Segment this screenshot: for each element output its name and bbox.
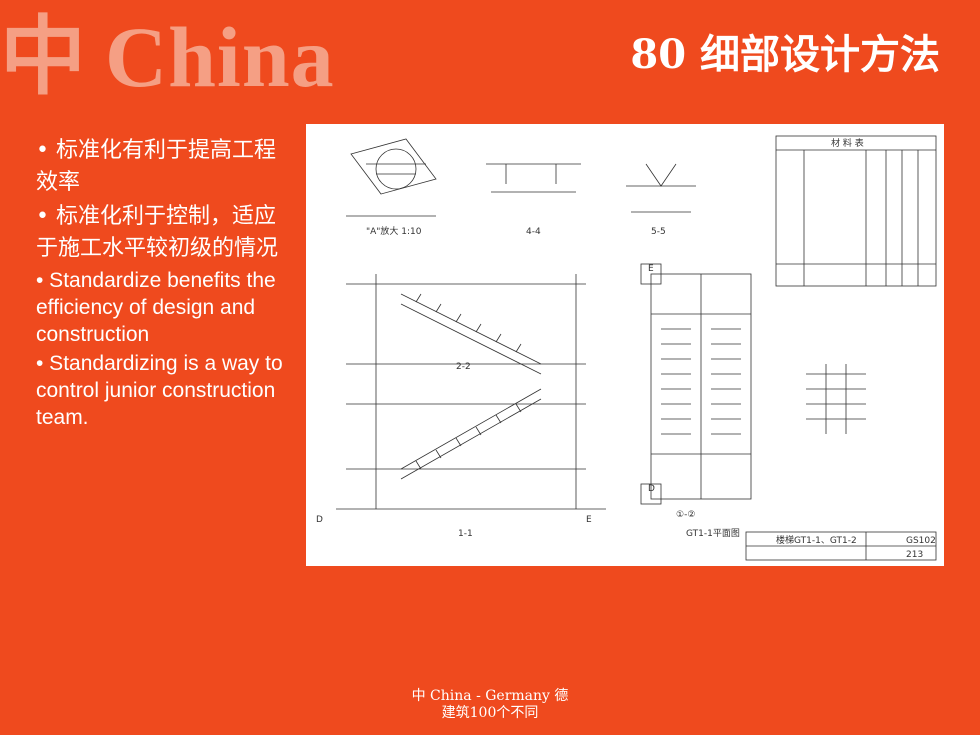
plan-axis-d-label: D (648, 484, 655, 494)
plan-axis-e-label: E (648, 264, 654, 274)
code-label: GS102 (906, 536, 936, 546)
sheet-number: 213 (906, 550, 923, 560)
detail-a-label: "A"放大 1:10 (366, 225, 422, 237)
plan-axis-label: ①-② (676, 510, 695, 520)
page-title: 80 细部设计方法 (630, 31, 940, 78)
footer: 中 China - Germany 德 建筑100个不同 (0, 688, 980, 722)
technical-drawing: "A"放大 1:10 4-4 5-5 材 料 表 2-2 1-1 D E E D… (306, 124, 944, 566)
material-table-title: 材 料 表 (831, 137, 864, 149)
axis-d-label: D (316, 515, 323, 525)
stair-drawing-svg: "A"放大 1:10 4-4 5-5 材 料 表 2-2 1-1 D E E D… (316, 135, 937, 561)
section-1-1-label: 1-1 (458, 529, 473, 539)
bullet-item: • Standardizing is a way to control juni… (36, 352, 283, 429)
logo-en: China (105, 9, 335, 105)
bullet-item: • 标准化有利于提高工程效率 (36, 138, 276, 195)
bullet-item: • 标准化利于控制，适应于施工水平较初级的情况 (36, 204, 279, 261)
plan-label: GT1-1平面图 (686, 528, 740, 539)
axis-e-label: E (586, 515, 592, 525)
bullet-item: • Standardize benefits the efficiency of… (36, 269, 276, 346)
bullet-list: • 标准化有利于提高工程效率 • 标准化利于控制，适应于施工水平较初级的情况 •… (36, 135, 291, 433)
section-2-2-label: 2-2 (456, 362, 471, 372)
title-block-text: 楼梯GT1-1、GT1-2 (776, 534, 857, 546)
logo-zh: 中 (0, 9, 87, 105)
section-5-5-label: 5-5 (651, 227, 666, 237)
footer-line-2: 建筑100个不同 (441, 705, 539, 721)
section-4-4-label: 4-4 (526, 227, 541, 237)
footer-line-1: 中 China - Germany 德 (411, 688, 569, 704)
